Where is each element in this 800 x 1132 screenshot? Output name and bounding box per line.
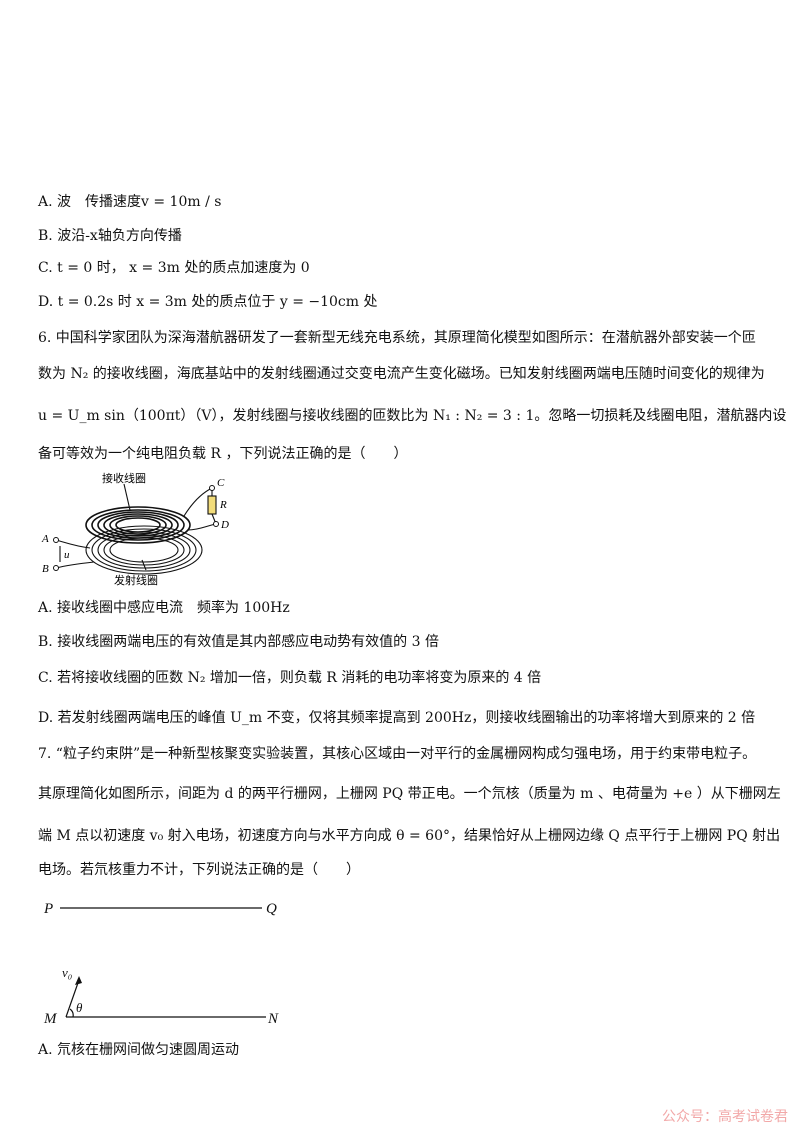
label-u: u xyxy=(64,549,70,561)
q6-line-4: 备可等效为一个纯电阻负载 R ，下列说法正确的是（ ） xyxy=(38,446,408,462)
option-5d: D. t = 0.2s 时 x = 3m 处的质点位于 y = −10cm 处 xyxy=(38,294,378,310)
q7-line-2: 其原理简化如图所示，间距为 d 的两平行栅网，上栅网 PQ 带正电。一个氘核（质… xyxy=(38,786,781,802)
q6-line-1: 6. 中国科学家团队为深海潜航器研发了一套新型无线充电系统，其原理简化模型如图所… xyxy=(38,330,756,346)
option-5a: A. 波 传播速度v = 10m / s xyxy=(38,194,222,210)
label-b: B xyxy=(42,563,49,575)
option-6a: A. 接收线圈中感应电流 频率为 100Hz xyxy=(38,600,290,616)
label-v0: v₀ xyxy=(62,965,72,980)
label-transmit-coil: 发射线圈 xyxy=(114,573,158,587)
option-6c: C. 若将接收线圈的匝数 N₂ 增加一倍，则负载 R 消耗的电功率将变为原来的 … xyxy=(38,670,542,686)
label-n: N xyxy=(267,1011,279,1027)
label-q: Q xyxy=(266,901,277,917)
grid-figure: P Q M N v₀ θ xyxy=(43,901,279,1027)
label-m: M xyxy=(43,1011,58,1027)
label-theta: θ xyxy=(76,1000,83,1015)
label-receive-coil: 接收线圈 xyxy=(102,471,146,485)
label-d: D xyxy=(220,519,229,531)
q7-line-3: 端 M 点以初速度 v₀ 射入电场，初速度方向与水平方向成 θ = 60°，结果… xyxy=(38,828,781,844)
watermark: 公众号：高考试卷君 xyxy=(662,1109,788,1125)
option-6d: D. 若发射线圈两端电压的峰值 U_m 不变，仅将其频率提高到 200Hz，则接… xyxy=(38,710,756,726)
option-6b: B. 接收线圈两端电压的有效值是其内部感应电动势有效值的 3 倍 xyxy=(38,634,439,650)
label-c: C xyxy=(217,477,225,489)
label-r: R xyxy=(219,499,227,511)
q6-line-2: 数为 N₂ 的接收线圈，海底基站中的发射线圈通过交变电流产生变化磁场。已知发射线… xyxy=(38,366,765,382)
option-5c: C. t = 0 时， x = 3m 处的质点加速度为 0 xyxy=(38,260,310,276)
label-p: P xyxy=(43,901,53,917)
q7-line-1: 7. “粒子约束阱”是一种新型核聚变实验装置，其核心区域由一对平行的金属栅网构成… xyxy=(38,746,757,762)
q6-line-3: u = U_m sin（100πt）（V），发射线圈与接收线圈的匝数比为 N₁ … xyxy=(38,408,787,424)
label-a: A xyxy=(41,533,49,545)
velocity-arrow xyxy=(65,979,80,1018)
option-5b: B. 波沿-x轴负方向传播 xyxy=(38,228,182,244)
q7-line-4: 电场。若氘核重力不计，下列说法正确的是（ ） xyxy=(38,862,360,878)
option-7a: A. 氘核在栅网间做匀速圆周运动 xyxy=(38,1042,240,1058)
coil-figure: 接收线圈 发射线圈 C R D A u B xyxy=(41,471,229,587)
